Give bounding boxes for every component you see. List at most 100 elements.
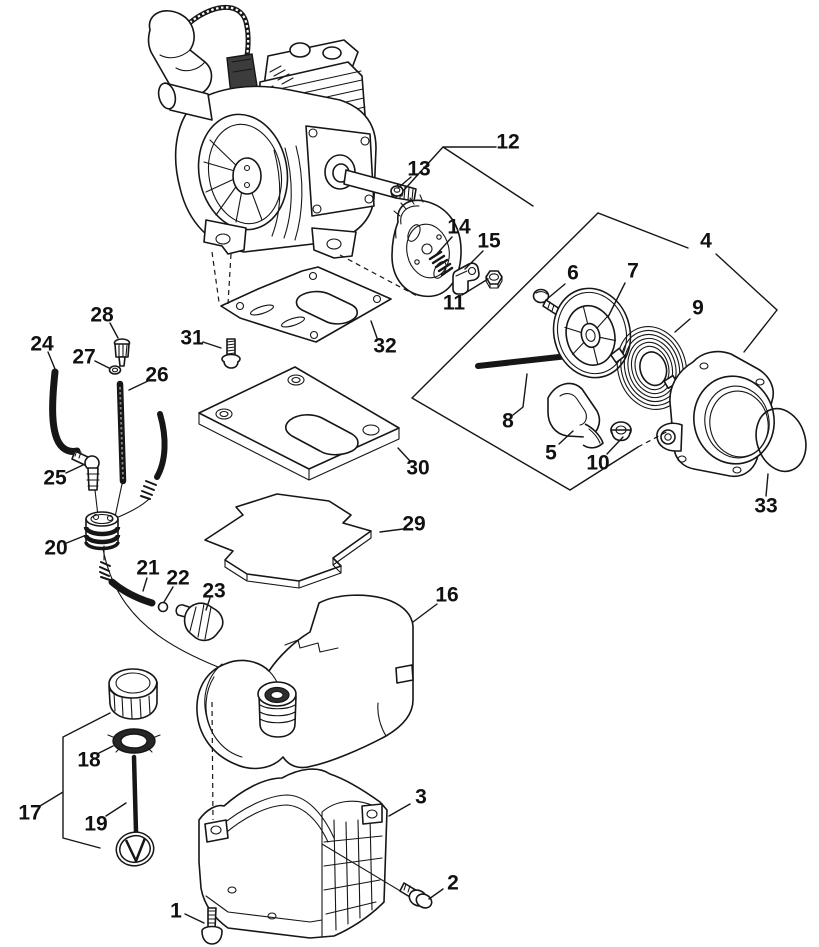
drum-hatch <box>393 194 424 217</box>
mount-30-hole-a <box>219 410 229 418</box>
leader-15 <box>464 250 484 270</box>
screw-2-head <box>415 893 433 909</box>
leader-30 <box>397 447 411 462</box>
housing-cup-rim <box>704 385 770 459</box>
cup-hub <box>232 157 262 195</box>
hub-hole-a <box>243 164 251 172</box>
part-label-30: 30 <box>406 457 429 480</box>
cap-17-skirt <box>108 681 158 720</box>
leader-18 <box>98 745 114 754</box>
leader-20 <box>63 535 85 545</box>
fitting-line <box>455 270 468 277</box>
plate-bolt-b <box>360 136 370 146</box>
o-ring-27-hole <box>111 367 119 373</box>
grommet-band-a <box>83 526 121 537</box>
vent-28-knurl <box>118 344 128 357</box>
part-label-6: 6 <box>567 262 579 285</box>
leader-21 <box>142 577 148 592</box>
mount-30-hole-b <box>291 376 301 384</box>
tank-notch <box>284 639 339 653</box>
part-label-5: 5 <box>545 442 557 465</box>
plate-bolt-a <box>308 128 318 138</box>
mount-plates-art <box>198 266 400 589</box>
cover-grid-verticals <box>333 815 373 931</box>
cap-gasket-18 <box>112 728 156 754</box>
plate-32-opening <box>295 290 359 325</box>
part-label-20: 20 <box>44 537 67 560</box>
fitting-hole <box>467 266 477 276</box>
screw-2-line <box>321 843 403 893</box>
fuel-tube-21 <box>108 578 156 607</box>
mount-30-boss-a <box>215 408 233 420</box>
nut-13-skirt <box>390 191 404 197</box>
mount-30-opening <box>284 414 359 456</box>
bracket-4 <box>411 212 778 491</box>
leader-10 <box>606 436 624 455</box>
plate-bolt-d <box>312 204 322 214</box>
leader-19 <box>105 802 127 817</box>
tank-clip-boss <box>395 664 414 684</box>
foot-hole-left <box>215 233 231 245</box>
nut-11 <box>485 270 503 285</box>
cover-saddle-inner <box>221 804 329 843</box>
fuel-tube-return <box>154 411 168 480</box>
engine-foot-left <box>203 219 247 255</box>
drum-rim <box>395 205 420 239</box>
plate-32-slot-a <box>249 304 275 316</box>
leader-22 <box>163 586 174 603</box>
cover-boss-right-hole <box>366 809 378 819</box>
leader-24 <box>47 351 56 370</box>
screw-6-slot <box>535 291 548 295</box>
clip-22 <box>157 601 169 613</box>
fuel-system-art <box>49 338 273 687</box>
rope-pulley <box>552 287 632 379</box>
leader-16 <box>412 603 438 623</box>
recoil-starter-art <box>475 287 807 478</box>
part-label-12: 12 <box>496 131 519 154</box>
starter-decal <box>755 407 807 473</box>
bushing-body <box>610 429 632 442</box>
leader-25 <box>65 464 84 474</box>
part-label-29: 29 <box>402 513 425 536</box>
plug-boss-right <box>322 46 342 60</box>
nut-11-hole <box>488 273 500 281</box>
drum-center-hole <box>421 243 433 255</box>
leader-lines <box>39 146 778 924</box>
line-spring-lower <box>99 561 111 581</box>
part-label-33: 33 <box>754 495 777 518</box>
part-label-25: 25 <box>43 467 67 490</box>
guide-engine-to-plate-b <box>227 253 232 305</box>
part-label-24: 24 <box>30 333 54 356</box>
screw-31-threads <box>226 340 236 355</box>
cap-17-top-inner <box>115 672 151 694</box>
fuel-tank-16 <box>196 594 414 770</box>
fuel-cap-art <box>107 668 161 867</box>
part-label-15: 15 <box>477 230 501 253</box>
leader-27 <box>94 360 110 369</box>
drum-hole-a <box>414 259 420 265</box>
engine-cover-3 <box>198 768 388 939</box>
part-label-3: 3 <box>415 786 427 809</box>
cover-side-edge <box>321 800 375 938</box>
leader-33 <box>765 473 769 497</box>
part-label-7: 7 <box>627 260 639 283</box>
part-label-26: 26 <box>145 364 168 387</box>
mount-30-thickness <box>198 412 400 481</box>
wire-ribs <box>185 6 250 107</box>
guide-tank-to-cover <box>211 701 214 821</box>
cover-boss-left-hole <box>210 825 222 835</box>
drum-hole-b <box>436 234 442 240</box>
grommet-port-a <box>92 513 100 521</box>
rewind-spring <box>609 326 688 410</box>
starter-rope-core <box>477 354 569 368</box>
tank-lobe-lines <box>204 663 243 758</box>
nut-13-hole <box>393 187 401 193</box>
leader-14 <box>434 236 453 257</box>
leader-2 <box>428 888 444 900</box>
plate-32-hole-a <box>235 301 245 311</box>
drum-face <box>406 223 450 279</box>
o-ring-27 <box>108 365 122 375</box>
mount-30-boss-c <box>362 424 380 436</box>
